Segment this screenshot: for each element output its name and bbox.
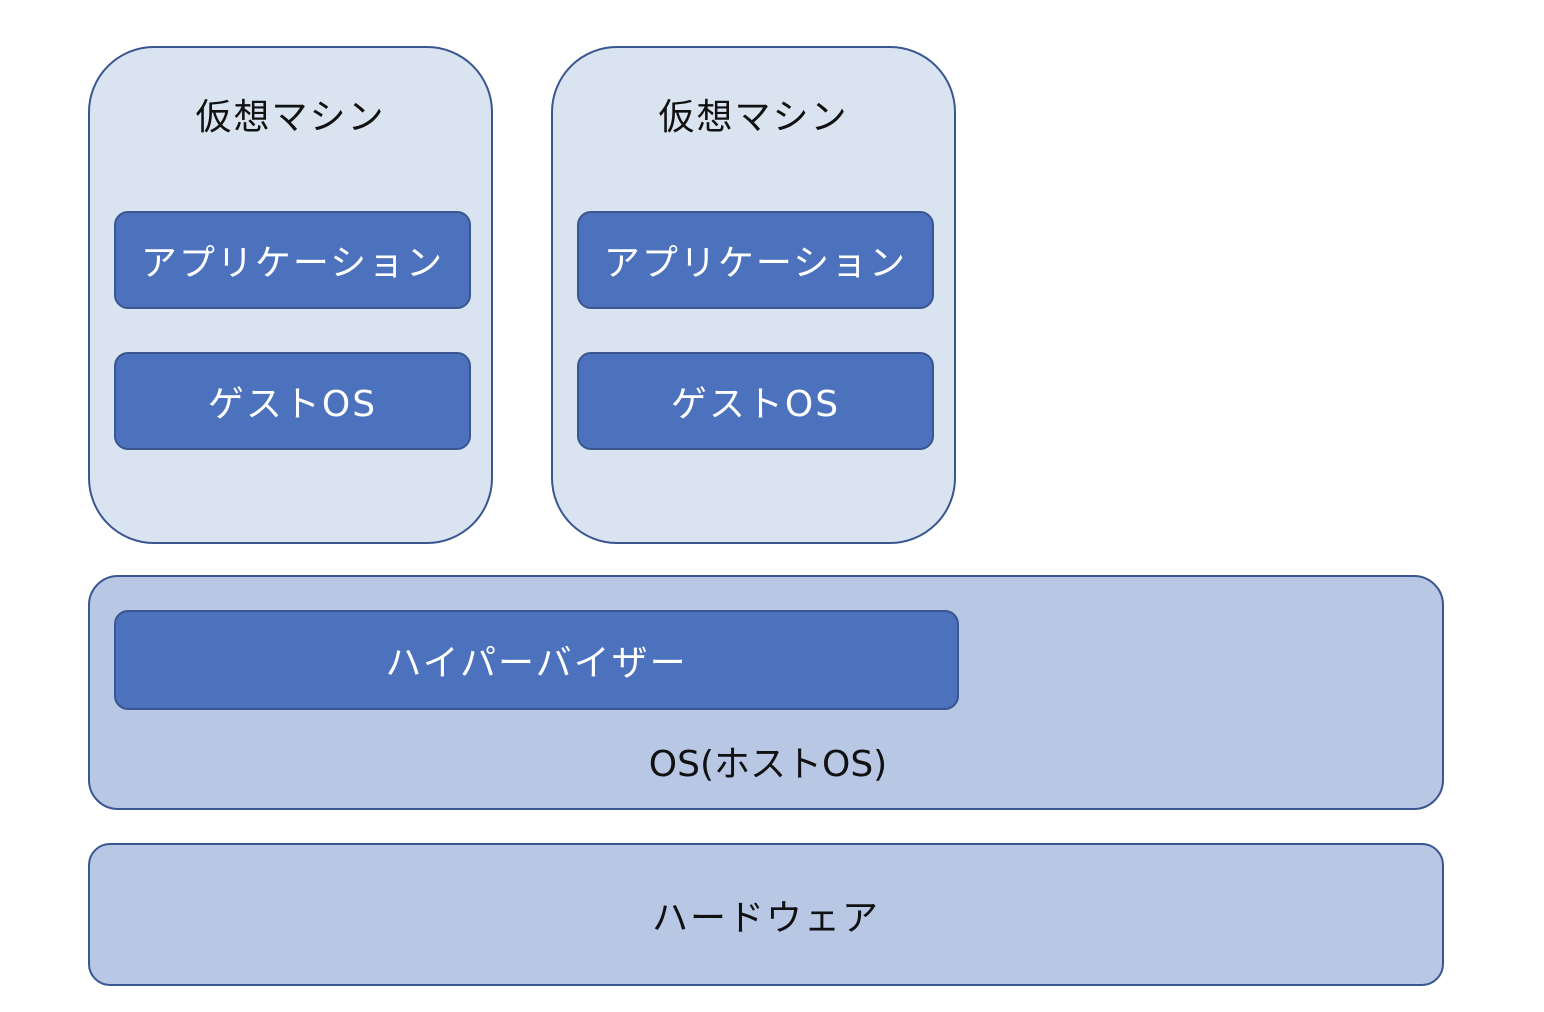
hardware-layer: ハードウェア bbox=[88, 843, 1444, 986]
application-box: アプリケーション bbox=[114, 211, 471, 309]
guest-os-box: ゲストOS bbox=[577, 352, 934, 450]
host-os-layer: ハイパーバイザー OS(ホストOS) bbox=[88, 575, 1444, 810]
hypervisor-box: ハイパーバイザー bbox=[114, 610, 959, 710]
virtual-machine-title: 仮想マシン bbox=[195, 97, 386, 138]
host-os-label: OS(ホストOS) bbox=[648, 744, 888, 785]
guest-os-box: ゲストOS bbox=[114, 352, 471, 450]
virtual-machine-2: 仮想マシン アプリケーション ゲストOS bbox=[551, 46, 956, 544]
hardware-label: ハードウェア bbox=[651, 897, 880, 939]
application-box: アプリケーション bbox=[577, 211, 934, 309]
virtual-machine-1: 仮想マシン アプリケーション ゲストOS bbox=[88, 46, 493, 544]
virtual-machine-title: 仮想マシン bbox=[658, 97, 849, 138]
